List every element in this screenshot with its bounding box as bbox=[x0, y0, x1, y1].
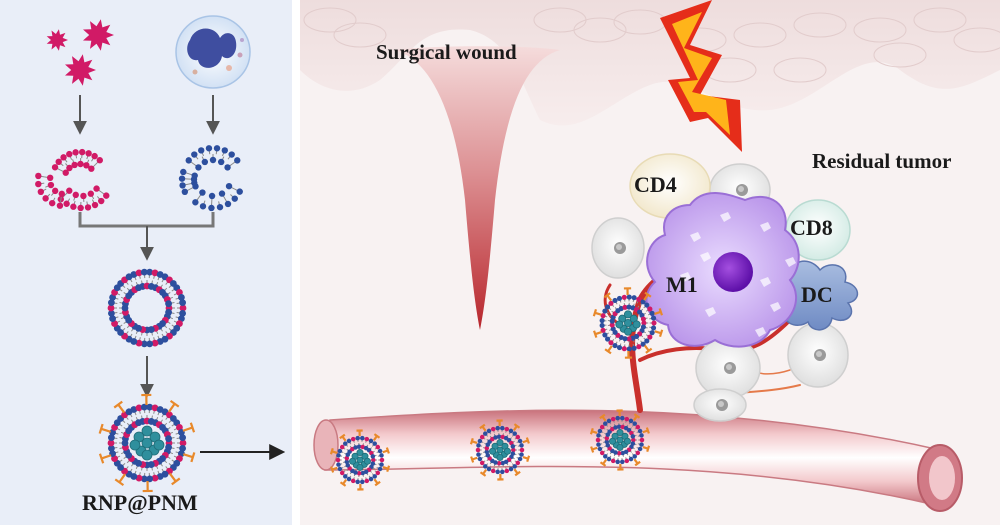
vessel-nanoparticles bbox=[329, 287, 664, 491]
platelet-icon bbox=[46, 19, 114, 86]
macrophage-icon bbox=[645, 192, 800, 348]
cd8-label: CD8 bbox=[790, 215, 833, 240]
residual-tumor-label: Residual tumor bbox=[812, 149, 952, 173]
left-panel bbox=[0, 0, 292, 525]
bolt-icon bbox=[660, 0, 742, 152]
surgical-wound-label: Surgical wound bbox=[376, 40, 517, 64]
skin-layer bbox=[300, 0, 1000, 126]
m1-label: M1 bbox=[666, 272, 698, 297]
process-arrows bbox=[73, 95, 286, 460]
product-label: RNP@PNM bbox=[82, 490, 198, 515]
tumor-cells bbox=[591, 163, 849, 422]
skin-cells bbox=[303, 7, 1000, 83]
hybrid-vesicle-icon bbox=[107, 268, 187, 348]
blue-membrane-fragment-icon bbox=[178, 145, 243, 212]
dc-label: DC bbox=[801, 282, 833, 307]
nanoparticle-icon bbox=[98, 393, 196, 493]
cd4-label: CD4 bbox=[634, 172, 677, 197]
pink-membrane-fragment-icon bbox=[35, 148, 110, 212]
wound-icon bbox=[395, 46, 560, 330]
neutrophil-icon bbox=[175, 15, 251, 89]
